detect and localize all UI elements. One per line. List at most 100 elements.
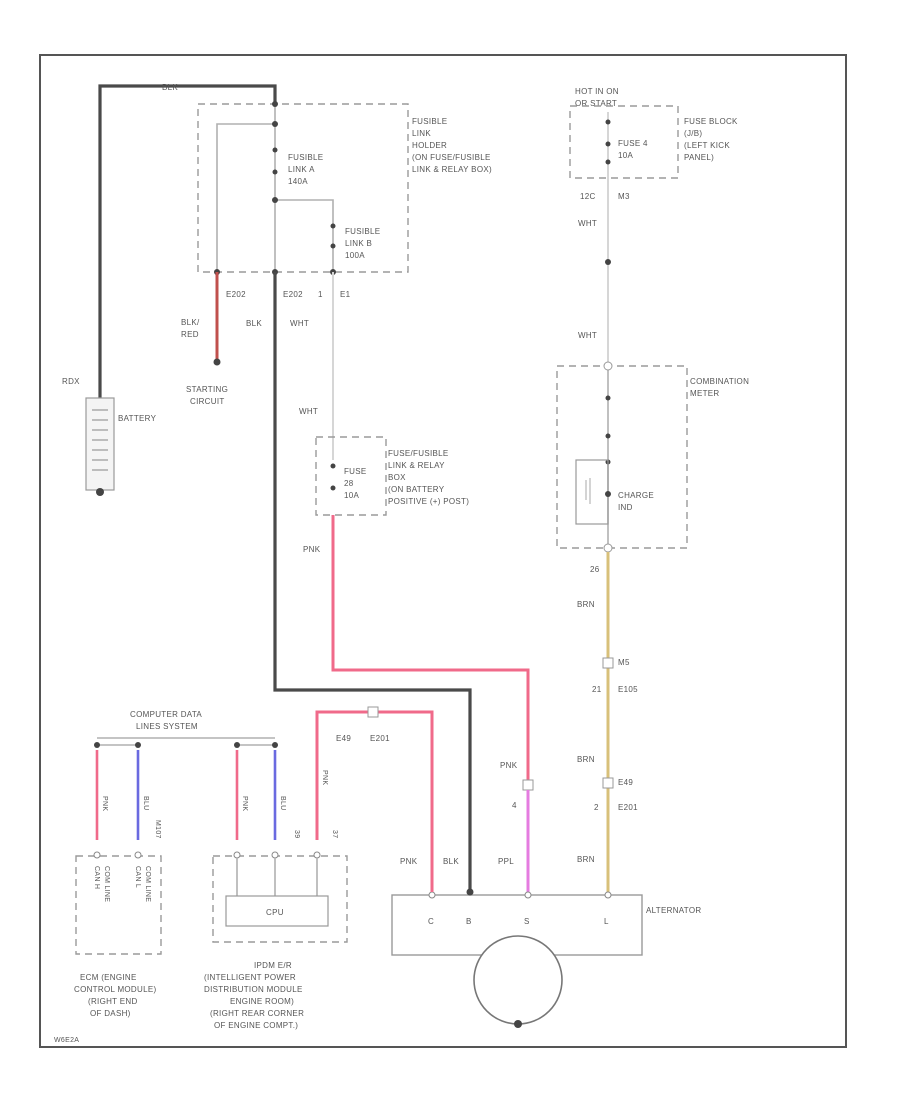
svg-text:LINK & RELAY BOX): LINK & RELAY BOX) — [412, 165, 492, 174]
charge-lamp-icon — [585, 478, 591, 504]
fuse-block-box — [569, 105, 679, 179]
connector-m3-top — [603, 361, 613, 371]
splice-node — [605, 259, 611, 265]
connector-pin-4: 4 — [512, 801, 517, 810]
connector-e105 — [602, 657, 614, 669]
bus-node — [94, 742, 100, 748]
ecm-pin-can-l: CAN L — [134, 866, 141, 888]
fusible-link-holder-box — [197, 103, 409, 273]
connector-e201: E201 — [370, 734, 390, 743]
svg-text:LINK B: LINK B — [345, 239, 372, 248]
svg-text:28: 28 — [344, 479, 354, 488]
ipdm-inner-wires — [236, 858, 318, 896]
computer-data-lines-label: COMPUTER DATA LINES SYSTEM — [130, 710, 202, 731]
svg-text:COMPUTER DATA: COMPUTER DATA — [130, 710, 202, 719]
svg-text:10A: 10A — [344, 491, 359, 500]
connector-e105-label: E105 — [618, 685, 638, 694]
battery-label: BATTERY — [118, 414, 157, 423]
svg-text:FUSE: FUSE — [344, 467, 367, 476]
connector-pin-1: 1 — [318, 290, 323, 299]
svg-text:COMBINATION: COMBINATION — [690, 377, 749, 386]
svg-text:(RIGHT REAR CORNER: (RIGHT REAR CORNER — [210, 1009, 304, 1018]
starting-circuit-node — [213, 358, 221, 366]
svg-text:(INTELLIGENT POWER: (INTELLIGENT POWER — [204, 973, 296, 982]
fuse-4-label: FUSE 4 10A — [618, 139, 648, 160]
combination-meter-label: COMBINATION METER — [690, 377, 749, 398]
figure-id: W6E2A — [54, 1037, 79, 1044]
fusible-link-b-label: FUSIBLE LINK B 100A — [345, 227, 380, 260]
bus-node — [234, 742, 240, 748]
svg-text:METER: METER — [690, 389, 720, 398]
svg-text:IPDM E/R: IPDM E/R — [254, 961, 292, 970]
svg-text:FUSE/FUSIBLE: FUSE/FUSIBLE — [388, 449, 449, 458]
wire-label-blk-2: BLK — [443, 857, 459, 866]
fusible-link-a-symbol — [272, 147, 278, 175]
junction-node — [272, 197, 278, 203]
battery-to-alternator-b-wire — [273, 272, 472, 892]
ecm-pin — [134, 851, 142, 859]
wire-label-wht-4: WHT — [578, 331, 597, 340]
svg-text:100A: 100A — [345, 251, 365, 260]
wire-label-wht-1: WHT — [290, 319, 309, 328]
connector-pin-21: 21 — [592, 685, 602, 694]
svg-text:(LEFT KICK: (LEFT KICK — [684, 141, 730, 150]
alternator-terminal-b-pin — [466, 888, 474, 896]
svg-text:BOX: BOX — [388, 473, 406, 482]
wire-label-pnk-3: PNK — [400, 857, 418, 866]
bus-node — [135, 742, 141, 748]
alternator-terminal-l-pin — [604, 891, 612, 899]
connector-pin-26: 26 — [590, 565, 600, 574]
ecm-pin-can-h: CAN H — [93, 866, 100, 889]
meter-node — [605, 395, 611, 401]
alternator-label: ALTERNATOR — [646, 906, 701, 915]
junction-node — [272, 121, 278, 127]
fusible-link-holder-label: FUSIBLE LINK HOLDER (ON FUSE/FUSIBLE LIN… — [412, 117, 492, 174]
svg-text:LINES SYSTEM: LINES SYSTEM — [136, 722, 198, 731]
fuse-box-label: FUSE/FUSIBLE LINK & RELAY BOX (ON BATTER… — [388, 449, 469, 506]
fuse-28-label: FUSE 28 10A — [344, 467, 367, 500]
svg-text:FUSIBLE: FUSIBLE — [288, 153, 323, 162]
wire-label-blk-red-2: RED — [181, 330, 199, 339]
svg-text:OR START: OR START — [575, 99, 617, 108]
svg-text:LINK & RELAY: LINK & RELAY — [388, 461, 445, 470]
wire-label-blk: BLK — [246, 319, 262, 328]
fusible-link-b-symbol — [330, 223, 336, 249]
svg-text:IND: IND — [618, 503, 633, 512]
connector-e201-s — [522, 779, 534, 791]
combination-meter-box — [556, 365, 688, 549]
svg-text:OF ENGINE COMPT.): OF ENGINE COMPT.) — [214, 1021, 298, 1030]
alternator-terminal-s-pin — [524, 891, 532, 899]
meter-node — [605, 433, 611, 439]
svg-text:LINK: LINK — [412, 129, 431, 138]
ipdm-cpu-label: CPU — [266, 908, 284, 917]
connector-m5: M5 — [618, 658, 630, 667]
connector-12c: 12C — [580, 192, 596, 201]
connector-39: 39 — [293, 830, 300, 838]
fuse-box-28-box — [315, 436, 387, 516]
wire-label-top-blk: BLK — [162, 83, 178, 92]
alternator-symbol — [473, 935, 563, 1025]
fuse-4-node — [605, 159, 611, 165]
fuse-28-to-alternator-s-wire — [331, 515, 530, 780]
svg-text:(RIGHT END: (RIGHT END — [88, 997, 138, 1006]
alternator-terminal-c-pin — [428, 891, 436, 899]
ipdm-box — [212, 855, 348, 943]
wire-label-wht-2: WHT — [299, 407, 318, 416]
ipdm-pin — [271, 851, 279, 859]
ecm-pin-com-line-2: COM LINE — [144, 866, 151, 902]
svg-text:FUSIBLE: FUSIBLE — [412, 117, 447, 126]
alternator-terminal-l: L — [604, 917, 609, 926]
wire-label-pnk-2: PNK — [500, 761, 518, 770]
svg-text:POSITIVE (+) POST): POSITIVE (+) POST) — [388, 497, 469, 506]
wire-label-ecm-2: BLU — [142, 796, 149, 811]
ipdm-cpu-box — [225, 895, 329, 927]
fuse-4-node — [605, 141, 611, 147]
svg-text:FUSE BLOCK: FUSE BLOCK — [684, 117, 738, 126]
wire-label-ipdm-2: BLU — [279, 796, 286, 811]
junction-node — [605, 119, 611, 125]
svg-text:PANEL): PANEL) — [684, 153, 714, 162]
alternator-terminal-c: C — [428, 917, 434, 926]
connector-e49: E49 — [336, 734, 351, 743]
svg-text:HOLDER: HOLDER — [412, 141, 447, 150]
